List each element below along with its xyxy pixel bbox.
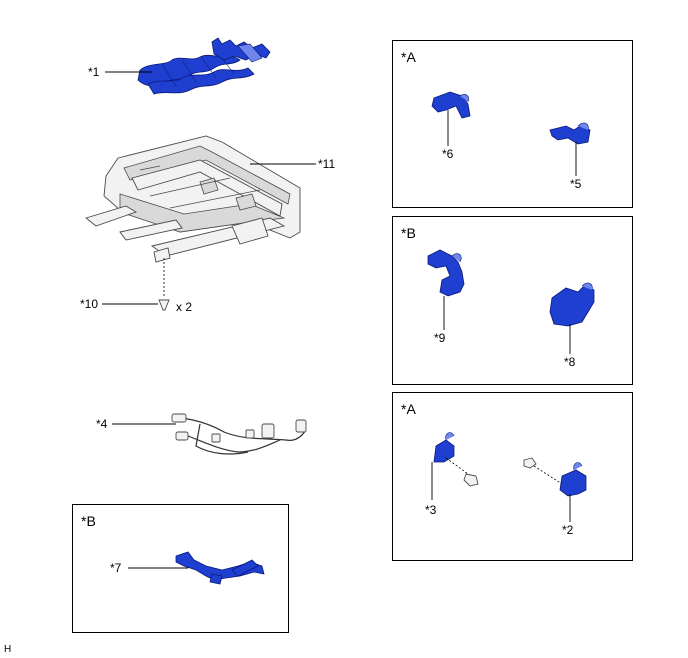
part-label-7: *7 bbox=[110, 561, 122, 575]
part-label-3: *3 bbox=[425, 503, 437, 517]
screw-part bbox=[158, 258, 170, 311]
panel-code-lower-left: *B bbox=[81, 513, 96, 529]
panel-code-lower-right: *A bbox=[401, 401, 416, 417]
seat-spring-part bbox=[137, 37, 271, 95]
corner-mark: H bbox=[4, 644, 12, 655]
part-label-2: *2 bbox=[562, 523, 574, 537]
part-label-10: *10 bbox=[80, 297, 99, 311]
part-label-9: *9 bbox=[434, 331, 446, 345]
quantity-label-10: x 2 bbox=[176, 300, 193, 314]
panel-code-middle-right: *B bbox=[401, 225, 416, 241]
panel-lower-right: *A bbox=[392, 392, 633, 561]
panel-lower-left: *B bbox=[72, 504, 289, 633]
part-label-8: *8 bbox=[564, 355, 576, 369]
panel-code-upper-right: *A bbox=[401, 49, 416, 65]
part-label-4: *4 bbox=[96, 417, 108, 431]
panel-upper-right: *A bbox=[392, 40, 633, 208]
part-label-11: *11 bbox=[318, 157, 336, 171]
seat-frame-part bbox=[85, 135, 301, 263]
panel-middle-right: *B bbox=[392, 216, 633, 385]
part-label-1: *1 bbox=[88, 65, 100, 79]
part-label-6: *6 bbox=[442, 147, 454, 161]
wire-harness-part bbox=[171, 413, 307, 455]
part-label-5: *5 bbox=[570, 177, 582, 191]
